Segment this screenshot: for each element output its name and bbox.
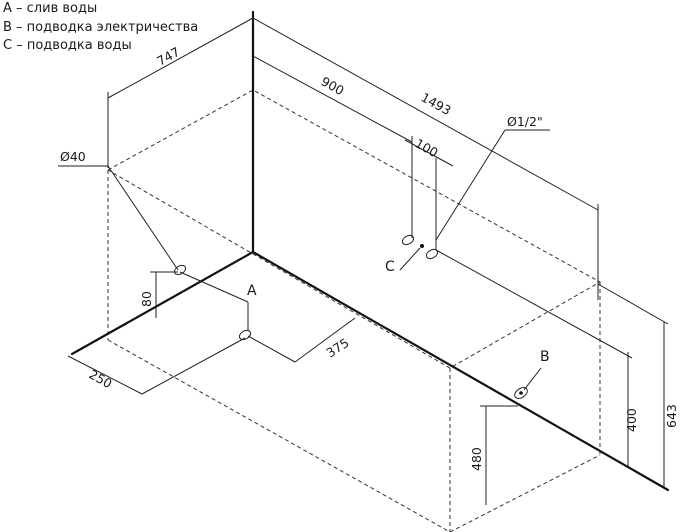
dimension-480: 480 [469,405,518,505]
drain-a: A [173,264,257,341]
dimension-80: 80 [139,271,178,318]
dimension-1493: 1493 [252,17,599,300]
bathtub-outline [107,89,602,532]
label-375: 375 [323,335,351,361]
label-drain-diameter: Ø40 [60,149,86,164]
legend-item-a: A – слив воды [3,1,98,16]
label-900: 900 [319,74,347,99]
legend-item-c: C – подводка воды [3,38,132,53]
legend-item-b: B – подводка электричества [3,19,199,35]
label-1493: 1493 [419,90,454,119]
dimension-400: 400 [435,249,639,466]
label-80: 80 [139,291,154,307]
legend: A – слив воды B – подводка электричества… [3,0,198,56]
drain-diameter-leader: Ø40 [58,149,179,271]
pipe-diameter-leader: Ø1/2" [435,114,550,241]
callout-b-label: B [540,349,550,365]
dimension-250: 250 [67,337,246,395]
label-250: 250 [87,367,115,392]
dimension-643: 643 [597,283,679,488]
dimension-900: 900 [252,55,413,238]
wall-lines [70,10,670,492]
water-inlets [401,150,439,260]
callout-a-label: A [247,283,257,299]
label-480: 480 [469,447,484,471]
label-400: 400 [624,408,639,432]
callout-c: C [385,247,421,275]
electrical-point-b: B [514,349,550,399]
label-pipe-diameter: Ø1/2" [507,114,543,129]
label-643: 643 [664,404,679,428]
dimension-747: 747 [107,12,254,168]
callout-c-label: C [385,259,395,275]
dimension-375: 375 [247,317,356,363]
